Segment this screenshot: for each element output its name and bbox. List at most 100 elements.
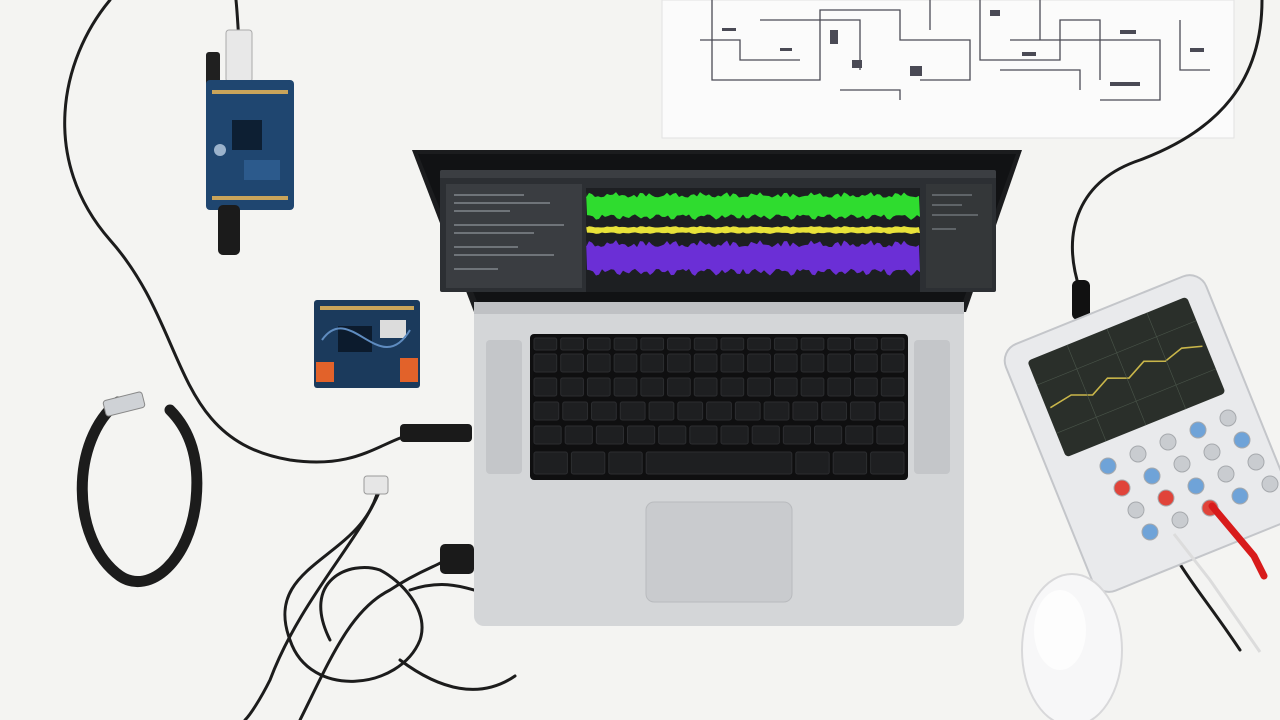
keyboard-key [854, 353, 878, 373]
keyboard-key [845, 425, 874, 445]
probe-red [1208, 502, 1268, 580]
keyboard-key [667, 377, 691, 397]
oscilloscope-button [1247, 453, 1265, 471]
oscilloscope-button [1171, 511, 1189, 529]
keyboard-key [693, 377, 718, 397]
mouse-icon [1021, 573, 1123, 720]
keyboard-key [689, 425, 718, 445]
oscilloscope-button [1099, 457, 1117, 475]
keyboard-key [720, 353, 745, 373]
keyboard-key [747, 377, 771, 397]
keyboard-key [720, 337, 745, 351]
keyboard-key [560, 337, 584, 351]
white-connector [363, 475, 389, 495]
keyboard-key [560, 377, 584, 397]
keyboard-key [827, 353, 852, 373]
keyboard-key [827, 377, 852, 397]
usb-cable-plug [400, 424, 472, 442]
oscilloscope-button [1231, 487, 1249, 505]
keyboard-key [595, 425, 624, 445]
waveform-purple [586, 240, 920, 276]
screen-code-pane [446, 184, 582, 288]
circuit-board-icon [206, 29, 294, 255]
oscilloscope-button [1127, 501, 1145, 519]
keyboard-key [880, 353, 905, 373]
circuit-board-icon [314, 300, 420, 388]
keyboard-key [821, 401, 847, 421]
keyboard-key [640, 377, 665, 397]
screen-menubar [440, 170, 996, 178]
waveform-svg [586, 192, 920, 276]
keyboard-key [795, 451, 830, 475]
keyboard-key [720, 425, 749, 445]
keyboard-key [564, 425, 593, 445]
keyboard-key [782, 425, 811, 445]
cable-group [63, 0, 1264, 720]
keyboard-key [533, 377, 558, 397]
keyboard-key [560, 353, 584, 373]
keyboard-key [854, 377, 878, 397]
oscilloscope-button [1187, 477, 1205, 495]
keyboard-key [747, 337, 771, 351]
keyboard-key [706, 401, 732, 421]
laptop-screen [440, 170, 996, 292]
oscilloscope-button [1233, 431, 1251, 449]
keyboard-key [854, 337, 878, 351]
screen-side-pane [926, 184, 992, 288]
keyboard-key [814, 425, 843, 445]
oscilloscope-button [1189, 421, 1207, 439]
oscilloscope-button [1219, 409, 1237, 427]
keyboard-key [827, 337, 852, 351]
keyboard-key [800, 377, 825, 397]
keyboard [533, 337, 905, 475]
keyboard-key [619, 401, 646, 421]
keyboard-key [747, 353, 771, 373]
oscilloscope-button [1113, 479, 1131, 497]
keyboard-key [667, 337, 691, 351]
keyboard-key [533, 353, 558, 373]
keyboard-key [734, 401, 761, 421]
keyboard-key [720, 377, 745, 397]
keyboard-key [751, 425, 780, 445]
screen-waveform-area [586, 188, 920, 292]
oscilloscope-button [1173, 455, 1191, 473]
keyboard-key [880, 337, 905, 351]
oscilloscope-button [1159, 433, 1177, 451]
keyboard-key [849, 401, 876, 421]
waveform-yellow [586, 226, 920, 234]
keyboard-key [800, 353, 825, 373]
keyboard-key [645, 451, 793, 475]
oscilloscope-button [1157, 489, 1175, 507]
keyboard-key [648, 401, 675, 421]
keyboard-key [570, 451, 606, 475]
keyboard-key [693, 337, 718, 351]
oscilloscope-button [1141, 523, 1159, 541]
keyboard-key [533, 401, 560, 421]
keyboard-key [591, 401, 617, 421]
keyboard-key [667, 353, 691, 373]
keyboard-key [792, 401, 819, 421]
scope-cable-connector [1072, 280, 1090, 320]
keyboard-key [800, 337, 825, 351]
schematic-icon [661, 0, 1235, 139]
keyboard-key [832, 451, 868, 475]
keyboard-key [876, 425, 905, 445]
oscilloscope-button [1129, 445, 1147, 463]
keyboard-key [586, 377, 611, 397]
oscilloscope-button [1143, 467, 1161, 485]
keyboard-key [677, 401, 704, 421]
keyboard-key [870, 451, 905, 475]
wrist-strap-icon [76, 391, 203, 587]
keyboard-key [878, 401, 905, 421]
keyboard-key [533, 337, 558, 351]
keyboard-key [613, 337, 638, 351]
keyboard-key [533, 451, 568, 475]
keyboard-key [640, 337, 665, 351]
oscilloscope-button [1203, 443, 1221, 461]
probe-grey [1172, 533, 1262, 653]
keyboard-key [773, 337, 798, 351]
keyboard-key [880, 377, 905, 397]
waveform-green [586, 192, 920, 220]
